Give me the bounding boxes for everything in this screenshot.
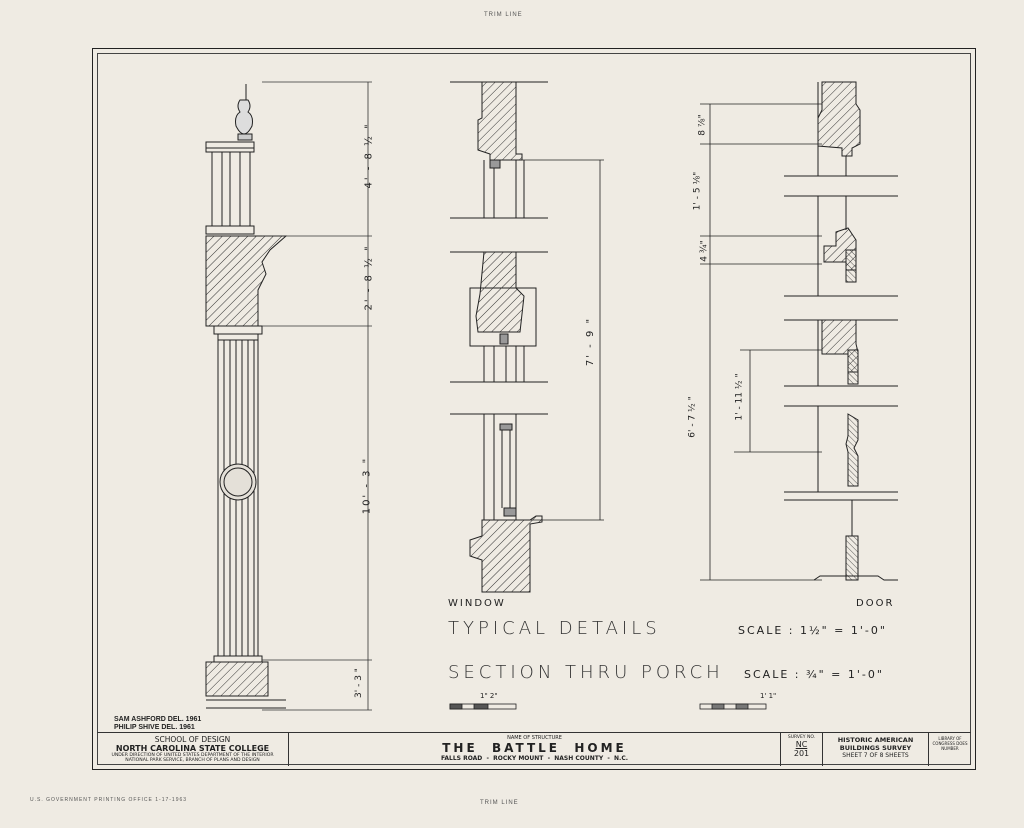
column-dimensions [262,81,372,711]
survey-state: NC [795,740,808,749]
section-porch-title: SECTION THRU PORCH [448,662,724,683]
sheet-number: SHEET 7 OF 8 SHEETS [842,752,909,759]
school-cell: SCHOOL OF DESIGN NORTH CAROLINA STATE CO… [97,733,289,766]
survey-number: 201 [793,749,810,758]
window-label: WINDOW [448,598,506,609]
structure-cell: NAME OF STRUCTURE THE BATTLE HOME FALLS … [289,733,781,766]
delineator-1: SAM ASHFORD DEL. 1961 [114,716,202,723]
scale-bar-b-label: 1' 1" [760,692,777,700]
window-detail [450,81,604,593]
dim-column-shaft: 10' - 3 " [361,456,373,515]
survey-label: SURVEY NO. [787,735,816,740]
survey-cell: SURVEY NO. NC 201 [781,733,823,766]
dim-window-total: 7' - 9 " [585,316,597,367]
section-porch-scale: SCALE : ¾" = 1'-0" [744,668,884,681]
scale-bar-a-label: 1" 2" [480,692,498,700]
school-name: SCHOOL OF DESIGN [154,735,231,744]
door-detail [700,81,898,581]
direction-line-2: NATIONAL PARK SERVICE, BRANCH OF PLANS A… [125,758,260,763]
dim-door-a: 8 ⅞" [697,114,708,136]
library-label: LIBRARY OF CONGRESS DOES NUMBER [932,736,968,751]
dim-column-top: 4' - 8 ½ " [363,122,375,189]
dim-door-b: 1' - 5 ⅛" [692,171,703,211]
structure-location: FALLS ROAD - ROCKY MOUNT - NASH COUNTY -… [440,755,628,762]
dim-door-d: 6' - 7 ½ " [687,396,698,438]
college-name: NORTH CAROLINA STATE COLLEGE [115,744,270,753]
library-cell: LIBRARY OF CONGRESS DOES NUMBER [929,733,971,766]
door-label: DOOR [856,598,895,609]
habs-line-2: BUILDINGS SURVEY [839,744,912,752]
title-block: SCHOOL OF DESIGN NORTH CAROLINA STATE CO… [97,732,971,766]
dim-door-e: 1' - 11 ½ " [734,373,745,421]
inner-border [97,53,971,765]
structure-label: NAME OF STRUCTURE [507,735,562,741]
trim-line-bottom: TRIM LINE [480,800,519,806]
delineator-2: PHILIP SHIVE DEL. 1961 [114,724,195,731]
habs-line-1: HISTORIC AMERICAN [837,736,914,744]
habs-cell: HISTORIC AMERICAN BUILDINGS SURVEY SHEET… [823,733,929,766]
typical-details-title: TYPICAL DETAILS [448,618,661,639]
direction-line-1: UNDER DIRECTION OF UNITED STATES DEPARTM… [111,753,274,758]
structure-name: THE BATTLE HOME [442,741,627,755]
scale-bars [449,703,767,710]
dim-column-base: 3' - 3 " [353,668,364,698]
dim-door-c: 4 ¾" [699,240,710,262]
outer-border [92,48,976,770]
typical-details-scale: SCALE : 1½" = 1'-0" [738,624,887,637]
printer-note: U.S. GOVERNMENT PRINTING OFFICE 1-17-196… [30,797,188,803]
porch-column [205,84,288,709]
dim-column-entablature: 2' - 8 ½ " [363,244,375,311]
trim-line-top: TRIM LINE [484,12,523,18]
